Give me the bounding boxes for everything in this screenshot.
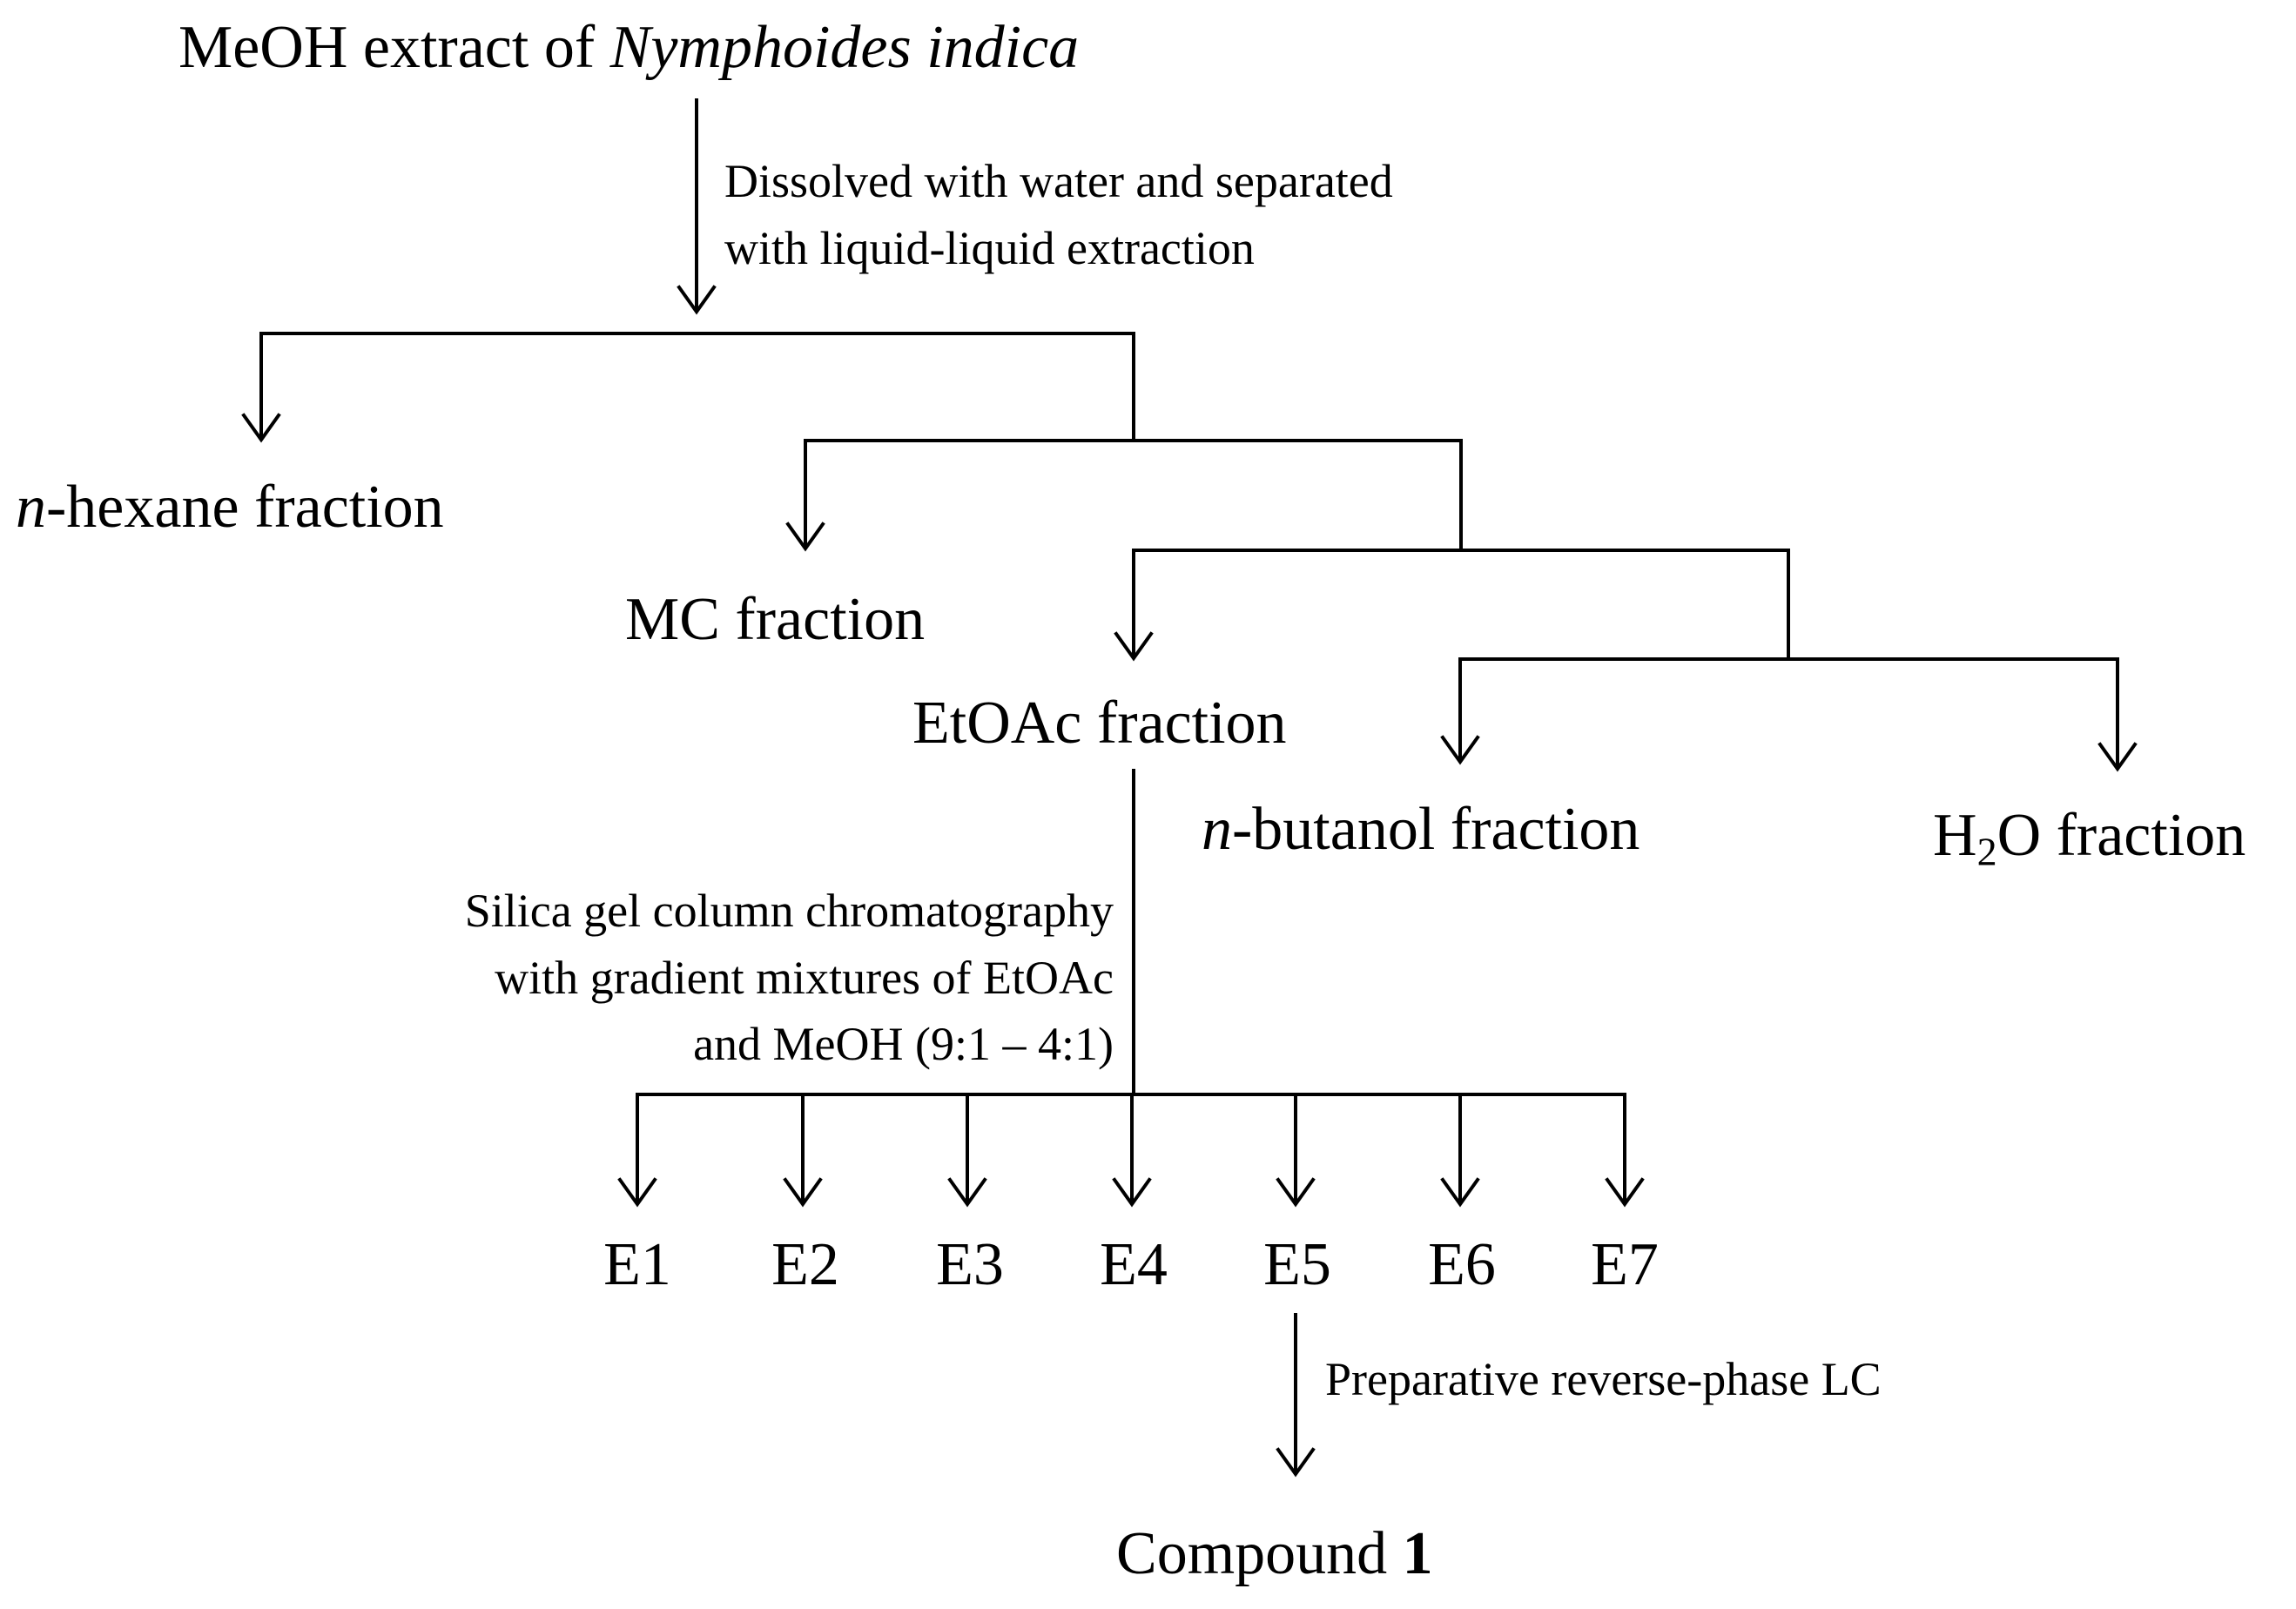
hexane-prefix: n: [16, 474, 46, 541]
partition-step-text: Dissolved with water and separated with …: [724, 155, 1393, 274]
etoac-arrowhead: [1114, 631, 1154, 662]
water-fraction-label: H2O fraction: [1933, 805, 2246, 872]
root-prefix: MeOH extract of: [178, 14, 610, 81]
root-species: Nymphoides indica: [609, 14, 1080, 81]
butanol-arrowhead: [1440, 735, 1480, 765]
root-arrowhead: [677, 285, 717, 315]
subfraction-arrows: [617, 1093, 1645, 1208]
subfraction-label: E4: [1100, 1231, 1168, 1298]
subfraction-label: E2: [771, 1231, 839, 1298]
etoac-fraction-label: EtOAc fraction: [912, 690, 1287, 757]
water-arrowhead: [2097, 742, 2138, 772]
hexane-fraction-label: n-hexane fraction: [16, 477, 444, 538]
subfraction-label: E6: [1428, 1231, 1496, 1298]
compound-number: 1: [1402, 1520, 1433, 1587]
compound-prefix: Compound: [1116, 1520, 1403, 1587]
root-node-label: MeOH extract of Nymphoides indica: [178, 17, 1079, 78]
water-rest: O fraction: [1996, 802, 2246, 869]
hexane-rest: -hexane fraction: [46, 474, 444, 541]
mc-arrowhead: [785, 522, 825, 552]
water-h: H: [1933, 802, 1977, 869]
prep-lc-step-text: Preparative reverse-phase LC: [1325, 1353, 1882, 1405]
water-subscript: 2: [1976, 829, 1997, 874]
butanol-prefix: n: [1202, 796, 1232, 863]
mc-fraction-label: MC fraction: [625, 586, 926, 653]
butanol-rest: -butanol fraction: [1232, 796, 1640, 863]
subfraction-label: E5: [1263, 1231, 1331, 1298]
subfraction-label: E3: [936, 1231, 1004, 1298]
prep-lc-arrowhead: [1276, 1447, 1316, 1478]
subfraction-label: E1: [603, 1231, 671, 1298]
butanol-fraction-label: n-butanol fraction: [1202, 799, 1640, 860]
hexane-arrowhead: [241, 413, 281, 443]
column-step-text: Silica gel column chromatography with gr…: [464, 885, 1114, 1071]
subfraction-label: E7: [1591, 1231, 1659, 1298]
compound-label: Compound 1: [1116, 1524, 1433, 1585]
